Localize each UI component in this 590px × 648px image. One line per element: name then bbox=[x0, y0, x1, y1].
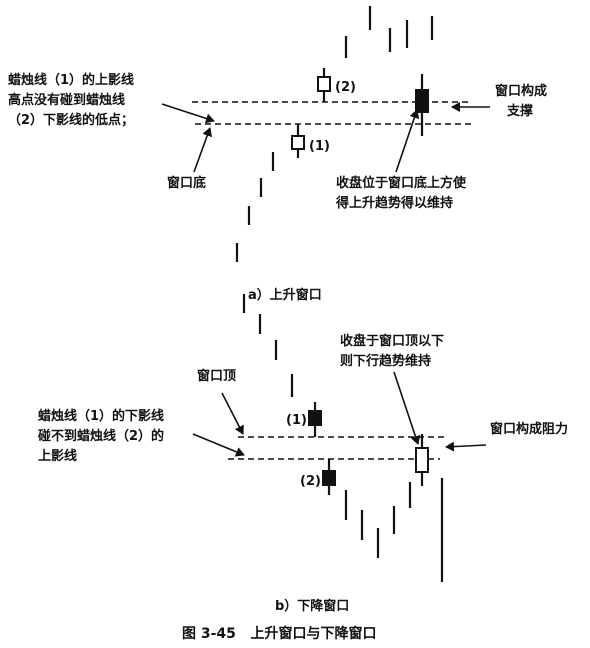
panel-b-middle-arrow bbox=[393, 371, 421, 445]
panel-a-price-trail bbox=[235, 6, 434, 262]
panel-b-left-label-line3: 上影线 bbox=[38, 448, 77, 464]
panel-a-caption: a）上升窗口 bbox=[248, 287, 322, 303]
panel-a-middle-label-line1: 收盘位于窗口底上方使 bbox=[336, 175, 467, 191]
panel-a-left-label-line3: （2）下影线的低点； bbox=[8, 112, 134, 128]
panel-b-resistance-candle bbox=[415, 434, 429, 486]
panel-a-right-label-line2: 支撑 bbox=[506, 103, 533, 119]
panel-a-bottom-arrow bbox=[193, 127, 212, 173]
panel-a-window-bottom-label: 窗口底 bbox=[167, 175, 206, 191]
panel-a-middle-arrow bbox=[395, 109, 420, 173]
panel-b-right-arrow bbox=[445, 441, 487, 452]
panel-a-right-label-line1: 窗口构成 bbox=[495, 83, 547, 99]
panel-a-left-label-line1: 蜡烛线（1）的上影线 bbox=[8, 72, 134, 88]
panel-b-candle-1-label: (1) bbox=[286, 413, 307, 428]
panel-a-candle-2-label: (2) bbox=[335, 80, 356, 95]
panel-a-candle-2 bbox=[317, 68, 331, 102]
panel-a-middle-label-line2: 得上升趋势得以维持 bbox=[335, 195, 453, 211]
panel-b-candle-2-label: (2) bbox=[300, 474, 321, 489]
panel-a-candle-1-label: (1) bbox=[309, 139, 330, 154]
panel-b-middle-label-line1: 收盘于窗口顶以下 bbox=[340, 333, 444, 349]
panel-a-candle-1 bbox=[291, 124, 305, 158]
panel-a-support-candle bbox=[415, 74, 429, 136]
panel-b-top-arrow bbox=[221, 392, 244, 435]
panel-b-left-arrow bbox=[192, 433, 245, 457]
panel-b-left-label-line2: 碰不到蜡烛线（2）的 bbox=[38, 428, 164, 444]
panel-a-left-arrow bbox=[161, 103, 215, 124]
panel-b-caption: b）下降窗口 bbox=[275, 598, 349, 614]
panel-b-candle-1 bbox=[308, 402, 322, 437]
panel-b-price-trail bbox=[242, 294, 444, 582]
panel-b-candle-2 bbox=[322, 459, 336, 495]
panel-b-left-label-line1: 蜡烛线（1）的下影线 bbox=[38, 408, 164, 424]
panel-b-window-top-label: 窗口顶 bbox=[197, 368, 236, 384]
figure-caption: 图 3-45 上升窗口与下降窗口 bbox=[182, 625, 377, 642]
panel-a-left-label-line2: 高点没有碰到蜡烛线 bbox=[8, 92, 125, 108]
panel-b-right-label: 窗口构成阻力 bbox=[490, 421, 568, 437]
panel-b-middle-label-line2: 则下行趋势维持 bbox=[340, 353, 431, 369]
